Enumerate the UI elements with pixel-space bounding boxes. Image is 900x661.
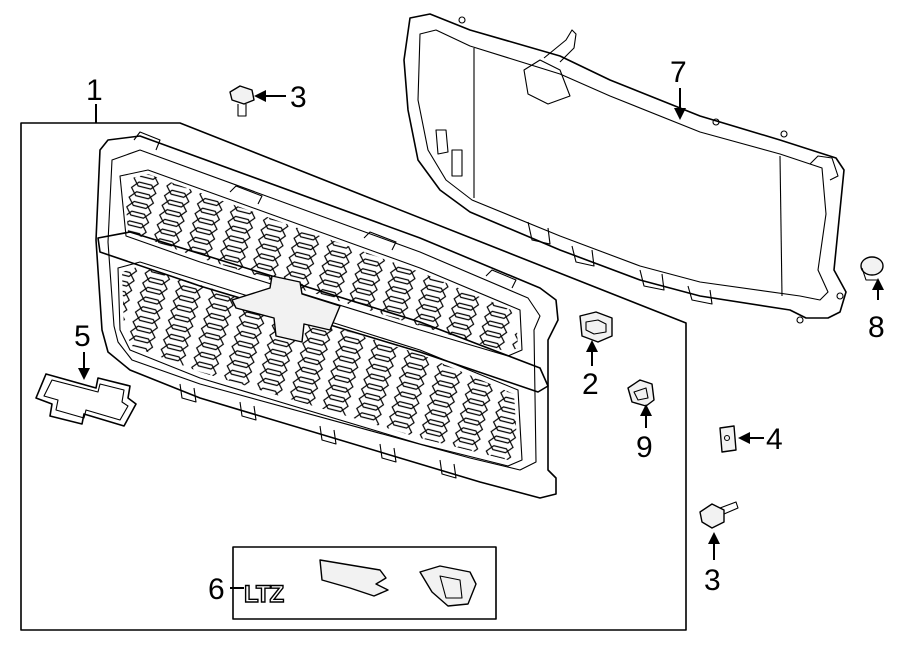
nut-clip-part-4 — [719, 425, 737, 453]
emblem-kit-box — [232, 546, 497, 620]
grille-support — [403, 13, 847, 324]
emblem-bracket — [319, 559, 389, 597]
bolt-part-3-upper — [229, 85, 255, 117]
callout-9: 9 — [636, 431, 653, 464]
callout-3-lower: 3 — [704, 564, 721, 597]
callout-6: 6 — [208, 573, 225, 606]
push-pin-part-8 — [860, 256, 884, 281]
bolt-part-3-lower — [699, 501, 739, 529]
callout-3-upper: 3 — [290, 81, 307, 114]
callout-labels: 1 2 3 3 4 5 6 7 8 9 — [74, 56, 885, 606]
callout-1: 1 — [86, 74, 103, 107]
leader-lines — [78, 88, 884, 589]
grille — [95, 131, 559, 499]
callout-2: 2 — [582, 368, 599, 401]
retainer-part-9 — [627, 379, 655, 407]
bowtie-emblem — [35, 373, 137, 427]
clip-part-2 — [579, 311, 613, 343]
callout-5: 5 — [74, 320, 91, 353]
emblem-retainer-clip — [419, 565, 477, 607]
ltz-emblem-text: LTZ — [244, 581, 284, 608]
callout-7: 7 — [670, 56, 687, 89]
grille-assembly-box — [20, 122, 687, 631]
callout-4: 4 — [766, 423, 783, 456]
ltz-emblem: LTZ — [243, 580, 285, 608]
callout-8: 8 — [868, 311, 885, 344]
